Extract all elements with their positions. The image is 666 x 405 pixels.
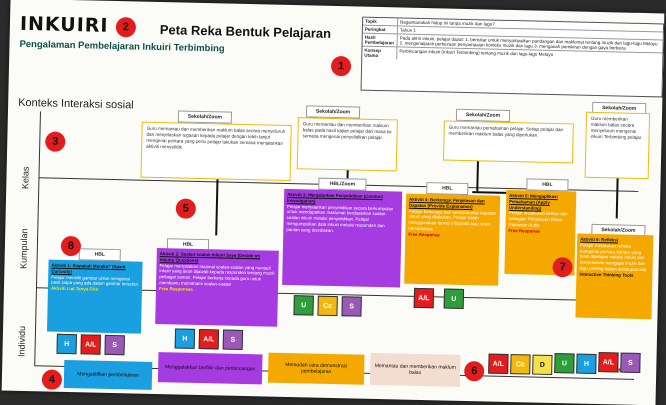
activity-card-1: Aktiviti 1: Siapakah Mereka? (Spark Curi… <box>46 259 143 334</box>
y-axis-line <box>34 111 41 366</box>
card-footer: Free Responses <box>158 285 193 292</box>
header-hbl-zoom: HBL/Zoom <box>318 177 367 191</box>
badge-icon: S <box>222 329 244 350</box>
legend-monitor: Memantau dan memberikan maklum balas <box>369 352 461 387</box>
level-label-kumpulan: Kumpulan <box>18 228 30 270</box>
badge-icon: U <box>443 288 465 309</box>
map-title: Peta Reka Bentuk Pelajaran <box>159 22 332 41</box>
badge-icon: S <box>620 352 641 374</box>
header-hbl: HBL <box>426 182 469 196</box>
card-footer: Free Response <box>508 227 540 234</box>
badge-icon: H <box>56 333 77 355</box>
badge-icon: A/L <box>598 352 619 373</box>
badge-icon: U <box>293 295 314 316</box>
badge-icon: D <box>532 354 553 376</box>
class-box-2: Guru memantau dan memberikan maklum bala… <box>296 117 398 172</box>
activity-card-3: Aktiviti 3: Menjalankan Penyelidikan (Co… <box>282 188 403 288</box>
badge-icon: S <box>341 296 362 317</box>
activity-card-2: Aktiviti 2: Soalan-soalan Inkuiri Saya (… <box>155 248 279 327</box>
class-box-4: Guru memberikan maklum balas secara meny… <box>584 111 651 180</box>
marker-3: 3 <box>45 131 66 152</box>
card-body: Pelajar meneliti gambar untuk mengenal p… <box>51 274 140 288</box>
legend-activate: Mengaktifkan pembelajaran <box>63 359 153 390</box>
marker-4: 4 <box>41 369 63 390</box>
info-key: Peringkat <box>362 25 398 34</box>
badge-icon: Cc <box>510 354 531 375</box>
card-footer: Interactive Thinking Tools <box>579 271 634 278</box>
legend-demonstrate: Memudah cara demonstrasi pembelajaran <box>267 352 365 385</box>
card-body: Pelajar melakukan latihan dan bahagian P… <box>508 210 568 228</box>
header-hbl: HBL <box>78 248 121 262</box>
info-key: Hasil Pembelajaran <box>362 33 398 47</box>
level-label-kelas: Kelas <box>20 166 31 190</box>
badge-icon: H <box>174 328 196 349</box>
marker-1: 1 <box>330 55 352 77</box>
context-axis-label: Konteks Interaksi sosial <box>18 96 134 112</box>
badge-icon: Cc <box>317 295 338 317</box>
badge-icon: A/L <box>80 334 101 355</box>
legend-discuss: Menggalakkan berfikir dan perbincangan <box>157 352 263 385</box>
info-key: Konsep Utama <box>362 46 398 60</box>
card-title: Aktiviti 5: Mengaplikasi Pemahaman (Appl… <box>508 192 558 211</box>
level-label-individu: Individu <box>16 325 28 358</box>
badge-icon: A/L <box>198 328 220 350</box>
marker-6: 6 <box>463 361 485 382</box>
card-body: Pelajar menyatakan rasional soalan-soala… <box>159 262 275 287</box>
page-title: INKUIRI <box>19 12 109 37</box>
class-box-3: Guru memantau pemahaman pelajar. Setiap … <box>442 120 574 164</box>
badge-icon: A/L <box>413 287 435 309</box>
badge-icon: A/L <box>488 353 509 375</box>
marker-2: 2 <box>115 17 137 38</box>
card-body: Pelajar melakukan refleksi mengenai perk… <box>579 242 647 273</box>
card-footer: Free Response <box>408 231 440 238</box>
info-key: Topik <box>363 17 399 26</box>
connector-arrow <box>215 179 219 236</box>
connector-arrow <box>615 178 619 219</box>
activity-card-4: Aktiviti 4: Berkongsi Penjelasan dan Dap… <box>404 193 501 286</box>
connector-arrow <box>472 191 507 194</box>
card-footer: Aktiviti Liat Tanya Fikir <box>50 285 99 292</box>
page-subtitle: Pengalaman Pembelajaran Inkuiri Terbimbi… <box>19 38 225 55</box>
card-body: Pelajar berkongsi dan berkolaborasi dapa… <box>408 208 496 232</box>
marker-5: 5 <box>175 198 197 219</box>
badge-icon: U <box>554 353 575 374</box>
header-hbl: HBL <box>526 178 569 192</box>
card-body: Pelajar menjalankan penyelidikan secara … <box>286 203 394 233</box>
badge-icon: S <box>104 334 125 356</box>
class-box-1: Guru memantau dan memberikan maklum bala… <box>140 121 292 182</box>
badge-icon: H <box>576 353 597 375</box>
